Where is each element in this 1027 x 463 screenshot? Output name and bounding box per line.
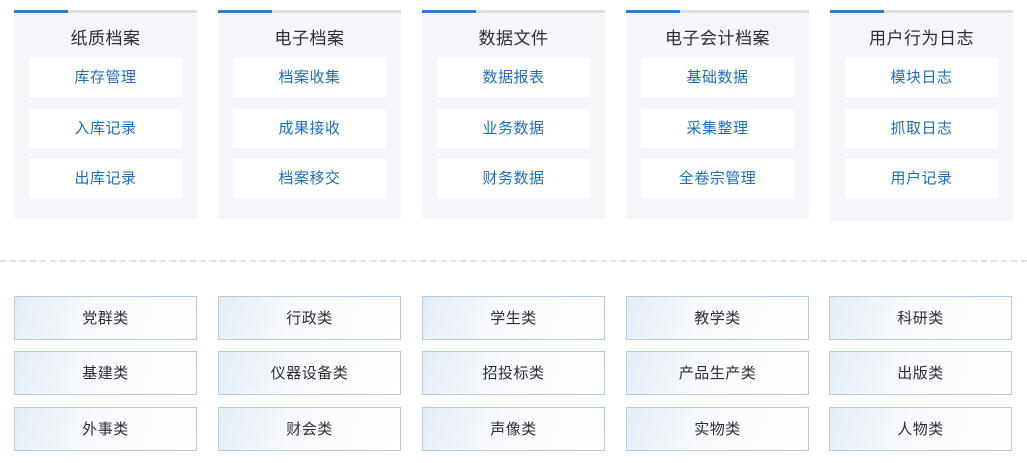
business-data-link[interactable]: 业务数据	[437, 109, 590, 148]
crawl-log-link[interactable]: 抓取日志	[845, 109, 998, 148]
category-audio-video[interactable]: 声像类	[422, 407, 605, 451]
module-title: 用户行为日志	[869, 29, 974, 49]
category-physical-objects[interactable]: 实物类	[626, 407, 809, 451]
category-teaching[interactable]: 教学类	[626, 296, 809, 340]
inventory-management-link[interactable]: 库存管理	[29, 58, 182, 97]
module-card-e-accounting-archive: 电子会计档案 基础数据 采集整理 全卷宗管理	[626, 10, 809, 219]
results-receipt-link[interactable]: 成果接收	[233, 109, 386, 148]
category-student[interactable]: 学生类	[422, 296, 605, 340]
outbound-records-link[interactable]: 出库记录	[29, 159, 182, 198]
module-title: 数据文件	[478, 29, 549, 49]
data-reports-link[interactable]: 数据报表	[437, 58, 590, 97]
collection-organize-link[interactable]: 采集整理	[641, 109, 794, 148]
category-construction[interactable]: 基建类	[14, 351, 197, 395]
category-administrative[interactable]: 行政类	[218, 296, 401, 340]
category-finance-accounting[interactable]: 财会类	[218, 407, 401, 451]
category-product-production[interactable]: 产品生产类	[626, 351, 809, 395]
module-card-paper-archive: 纸质档案 库存管理 入库记录 出库记录	[14, 10, 197, 219]
module-title: 电子档案	[274, 29, 345, 49]
archive-collection-link[interactable]: 档案收集	[233, 58, 386, 97]
category-foreign-affairs[interactable]: 外事类	[14, 407, 197, 451]
category-publishing[interactable]: 出版类	[829, 351, 1012, 395]
category-party-group[interactable]: 党群类	[14, 296, 197, 340]
basic-data-link[interactable]: 基础数据	[641, 58, 794, 97]
module-card-data-files: 数据文件 数据报表 业务数据 财务数据	[422, 10, 605, 219]
category-people[interactable]: 人物类	[829, 407, 1012, 451]
module-title: 电子会计档案	[665, 29, 770, 49]
archive-modules: 纸质档案 库存管理 入库记录 出库记录 电子档案 档案收集 成果接收 档案移交 …	[14, 10, 1014, 222]
section-divider	[0, 260, 1027, 262]
user-records-link[interactable]: 用户记录	[845, 159, 998, 198]
module-card-user-behavior-log: 用户行为日志 模块日志 抓取日志 用户记录	[830, 10, 1013, 222]
category-bidding[interactable]: 招投标类	[422, 351, 605, 395]
archive-transfer-link[interactable]: 档案移交	[233, 159, 386, 198]
financial-data-link[interactable]: 财务数据	[437, 159, 590, 198]
full-dossier-management-link[interactable]: 全卷宗管理	[641, 159, 794, 198]
module-log-link[interactable]: 模块日志	[845, 58, 998, 97]
inbound-records-link[interactable]: 入库记录	[29, 109, 182, 148]
category-instruments-equipment[interactable]: 仪器设备类	[218, 351, 401, 395]
module-title: 纸质档案	[70, 29, 141, 49]
category-research[interactable]: 科研类	[829, 296, 1012, 340]
module-card-electronic-archive: 电子档案 档案收集 成果接收 档案移交	[218, 10, 401, 219]
archive-category-grid: 党群类 行政类 学生类 教学类 科研类 基建类 仪器设备类 招投标类 产品生产类…	[14, 296, 1014, 456]
